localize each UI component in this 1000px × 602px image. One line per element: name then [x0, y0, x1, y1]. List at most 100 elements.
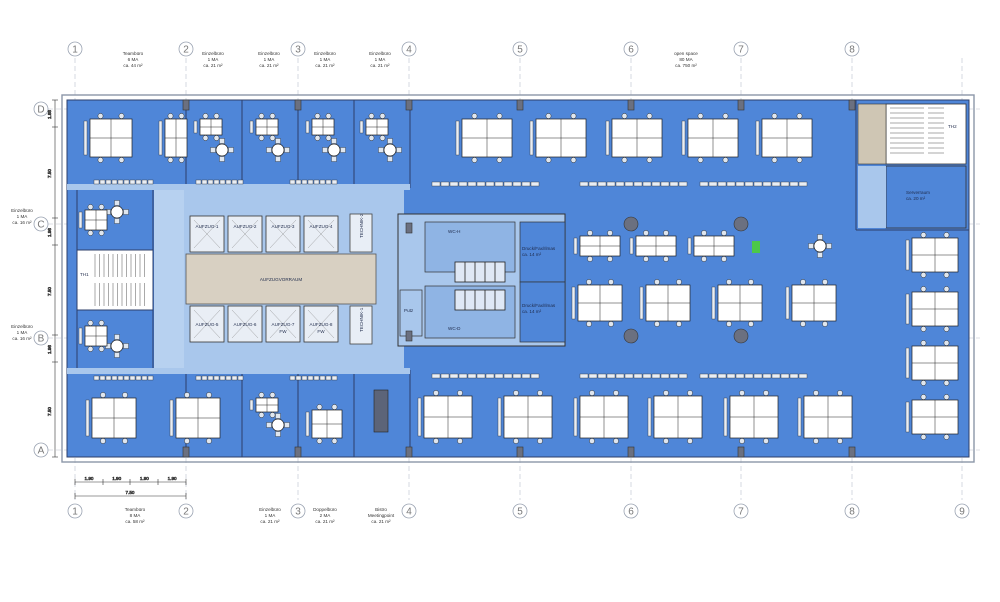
- top-label-2-area: ca. 21 m²: [259, 63, 279, 68]
- structural-column: [627, 99, 635, 111]
- axis-top-8-circle: [844, 41, 860, 57]
- dim-left-2: 1.98: [47, 228, 52, 237]
- server-room: [885, 165, 967, 229]
- top-label-2-ma: 1 MA: [264, 57, 276, 62]
- desk-cluster: [497, 390, 553, 444]
- elevator-top-label-3: AUFZUG-3: [272, 224, 295, 229]
- wc-d-label: WC-D: [448, 326, 461, 331]
- desk-cluster: [158, 113, 188, 163]
- stair-th1-steps: [94, 254, 145, 306]
- structural-columns: [182, 99, 856, 458]
- left-label-0-ma: 1 MA: [17, 214, 29, 219]
- structural-column: [516, 446, 524, 458]
- desk-cluster: [605, 113, 663, 163]
- desk-cluster: [639, 279, 691, 327]
- elevator-bottom-label-1: AUFZUG-5: [196, 322, 219, 327]
- green-marker: [752, 241, 760, 253]
- axis-row-A: A: [38, 446, 45, 457]
- top-label-0-name: Teambüro: [123, 51, 144, 56]
- desk-cluster: [193, 113, 223, 141]
- elevator-lobby: [185, 253, 377, 305]
- top-label-1-name: Einzelbüro: [202, 51, 224, 56]
- axis-row-D: D: [37, 105, 44, 116]
- top-label-4-name: Einzelbüro: [369, 51, 391, 56]
- axis-top-2-circle: [178, 41, 194, 57]
- axis-row-B: B: [38, 334, 45, 345]
- cabinet-row: [579, 373, 688, 379]
- round-column: [733, 216, 749, 232]
- structural-column: [405, 446, 413, 458]
- elevator-bottom-label-3: AUFZUG-7: [272, 322, 295, 327]
- desk-cluster: [249, 392, 279, 418]
- round-table: [105, 200, 129, 224]
- bottom-label-3-area: ca. 21 m²: [371, 519, 391, 524]
- dim-bottom-total: 7.50: [126, 490, 135, 495]
- bottom-label-0-area: ca. 58 m²: [125, 519, 145, 524]
- axis-bottom-6-circle: [623, 503, 639, 519]
- dim-bottom-2: 1.90: [140, 476, 149, 481]
- stair-landing: [857, 103, 887, 165]
- desk-cluster: [85, 392, 137, 444]
- top-label-0-area: ca. 44 m²: [123, 63, 143, 68]
- axis-top-3-circle: [290, 41, 306, 57]
- axis-top-7-circle: [733, 41, 749, 57]
- axis-bottom-1: 1: [72, 507, 78, 518]
- desk-cluster: [529, 113, 587, 163]
- axis-bottom-5: 5: [517, 507, 523, 518]
- axis-bottom-2: 2: [183, 507, 189, 518]
- axis-bottom-3-circle: [290, 503, 306, 519]
- top-label-1-ma: 1 MA: [208, 57, 220, 62]
- dim-bottom-1: 1.90: [112, 476, 121, 481]
- putz-room: [399, 289, 423, 337]
- desk-cluster: [785, 279, 837, 327]
- axis-bottom-6: 6: [628, 507, 634, 518]
- bistro-counter: [373, 389, 389, 433]
- elevator-8-note: FW: [317, 329, 325, 334]
- desk-cluster: [797, 390, 853, 444]
- axis-top-4: 4: [406, 45, 412, 56]
- top-label-4-area: ca. 21 m²: [370, 63, 390, 68]
- desk-cluster: [723, 390, 779, 444]
- dim-left-3: 7.50: [47, 287, 52, 296]
- copy-bottom-name: Druck/Fax/Ilmas: [522, 303, 556, 308]
- elevator-bottom-label-4: AUFZUG-8: [310, 322, 333, 327]
- axis-bottom-9: 9: [959, 507, 965, 518]
- desk-cluster: [905, 286, 959, 332]
- desk-cluster: [455, 113, 513, 163]
- desk-cluster: [417, 390, 473, 444]
- top-label-0-ma: 6 MA: [128, 57, 140, 62]
- bottom-label-0-name: Teambüro: [125, 507, 146, 512]
- axis-bottom-5-circle: [512, 503, 528, 519]
- elevator-top-label-4: AUFZUG-4: [310, 224, 333, 229]
- desk-cluster: [905, 394, 959, 440]
- corridor-strip-bottom: [67, 368, 410, 374]
- desk-cluster: [711, 279, 763, 327]
- bottom-label-2-ma: 2 MA: [320, 513, 332, 518]
- desk-cluster: [169, 392, 221, 444]
- stair-th1: [76, 249, 154, 311]
- round-column: [733, 328, 749, 344]
- structural-column: [182, 99, 190, 111]
- axis-top-3: 3: [295, 45, 301, 56]
- axis-top-2: 2: [183, 45, 189, 56]
- axis-top-5: 5: [517, 45, 523, 56]
- top-label-5-name: open space: [674, 51, 698, 56]
- axis-bottom-2-circle: [178, 503, 194, 519]
- desk-cluster: [647, 390, 703, 444]
- desk-cluster: [78, 204, 108, 236]
- server-corridor: [858, 166, 886, 228]
- axis-bottom-4: 4: [406, 507, 412, 518]
- round-column: [623, 328, 639, 344]
- top-label-3-name: Einzelbüro: [314, 51, 336, 56]
- dim-left-4: 1.98: [47, 345, 52, 354]
- left-label-1-area: ca. 16 m²: [12, 336, 32, 341]
- cabinet-row: [289, 375, 338, 381]
- desk-cluster: [83, 113, 133, 163]
- top-label-5-ma: 80 MA: [679, 57, 693, 62]
- axis-bottom-7-circle: [733, 503, 749, 519]
- axis-top-1-circle: [67, 41, 83, 57]
- cabinet-row: [289, 179, 338, 185]
- dim-left-0: 1.88: [47, 110, 52, 119]
